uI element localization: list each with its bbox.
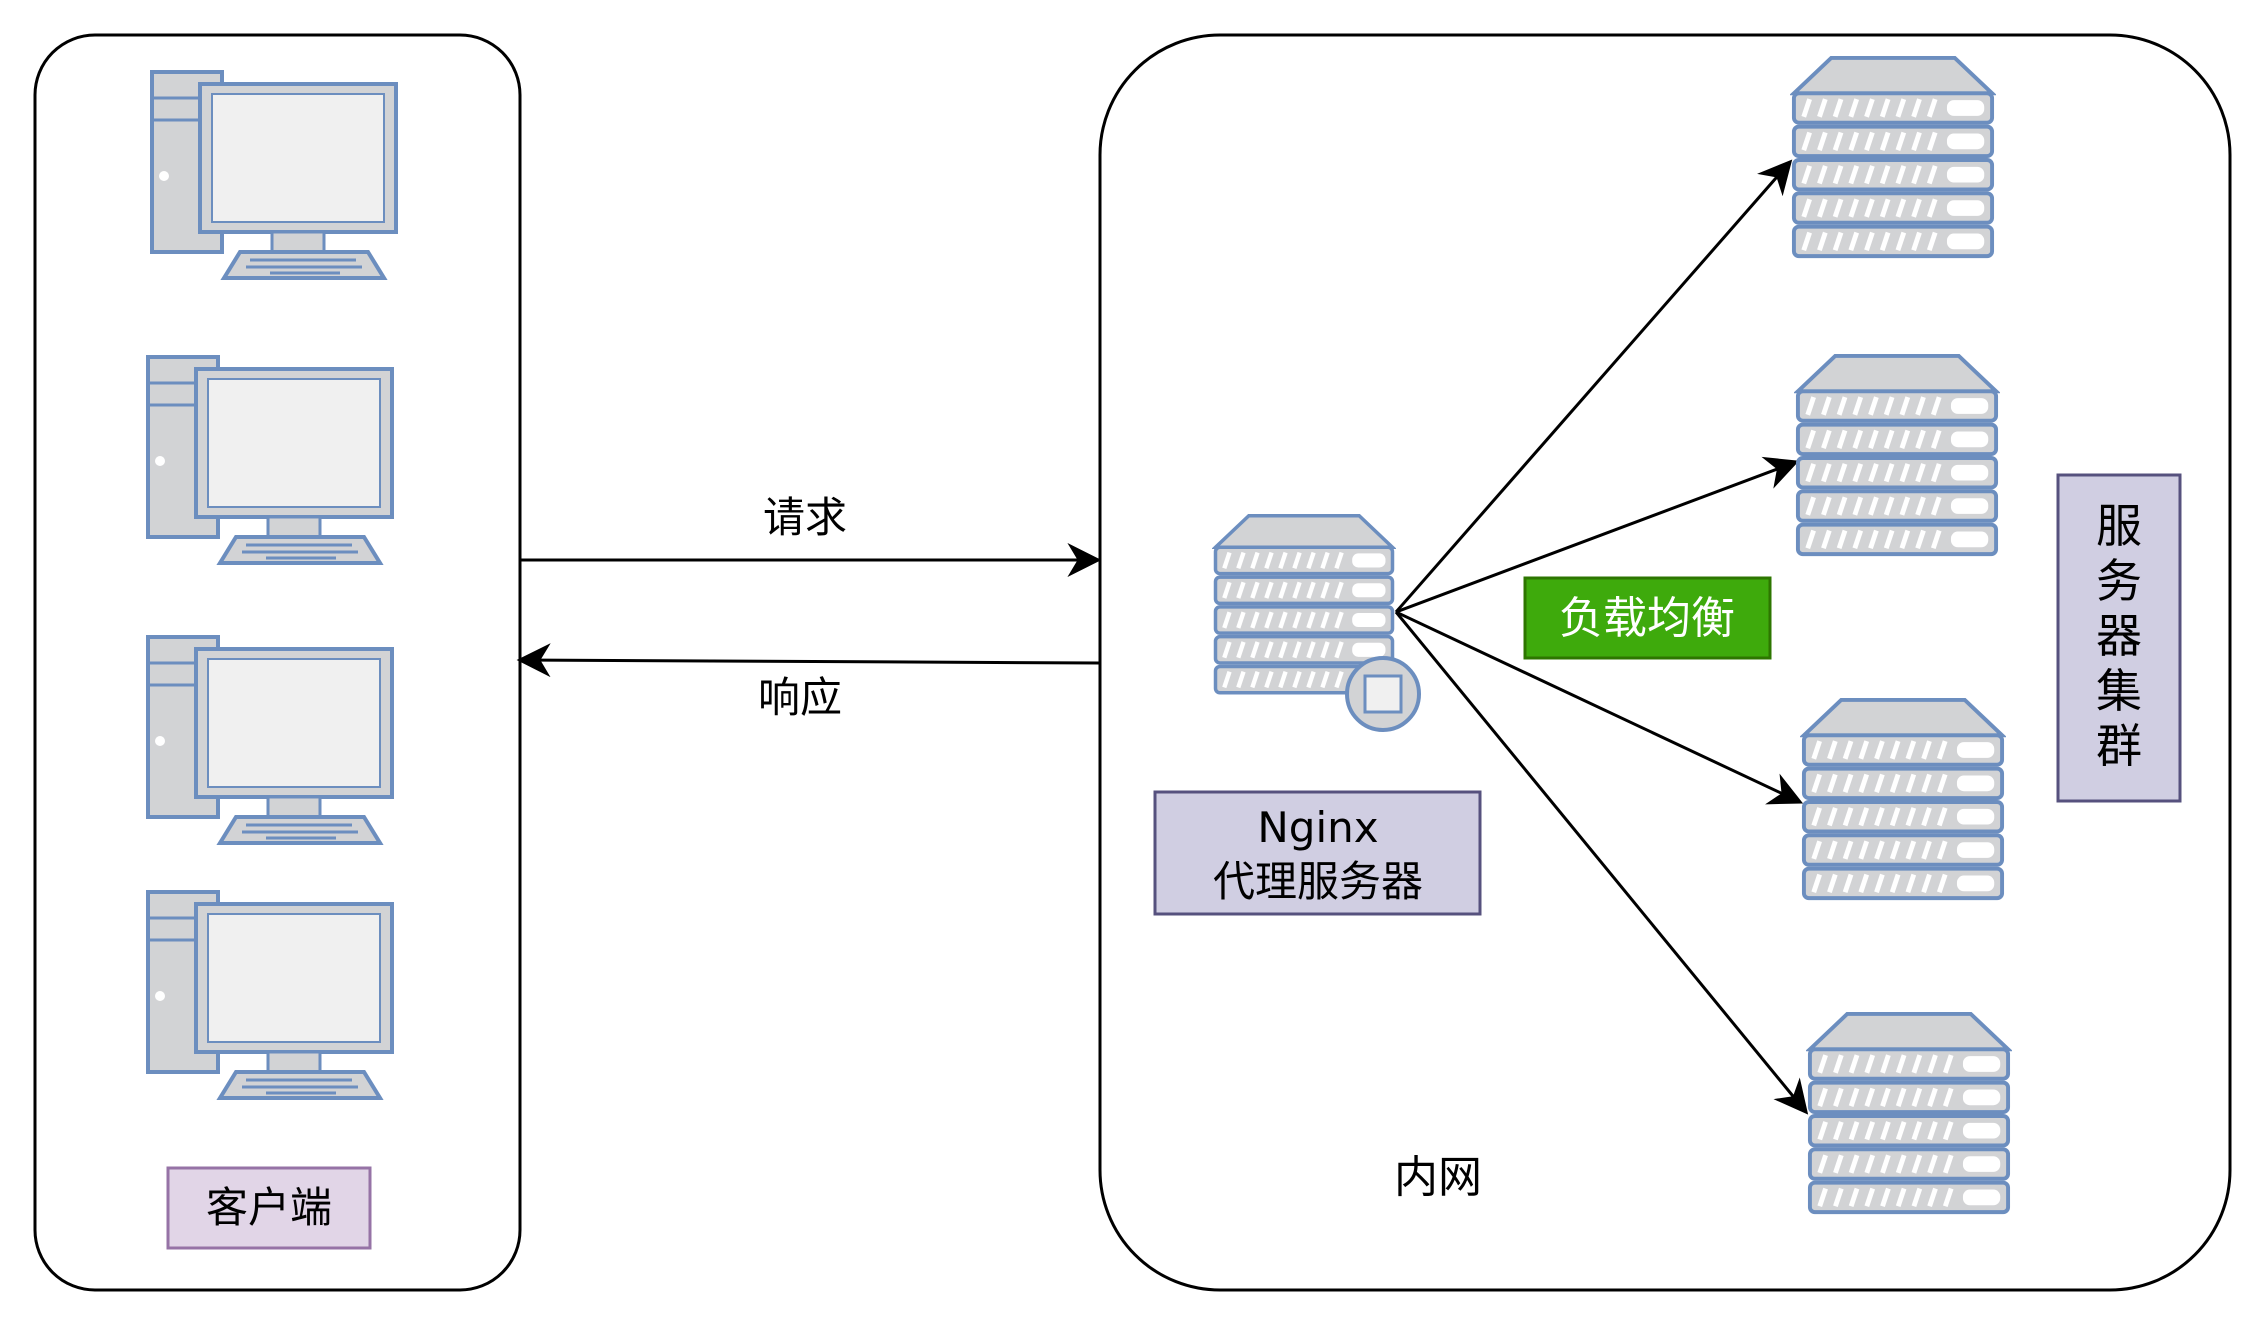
cluster-char: 器 bbox=[2096, 609, 2142, 663]
nginx-label-line1: Nginx bbox=[1257, 803, 1378, 852]
request-label: 请求 bbox=[763, 493, 847, 542]
nginx-label-line2: 代理服务器 bbox=[1213, 857, 1423, 906]
desktop-computer-icon bbox=[146, 890, 394, 1100]
rack-server-icon bbox=[1798, 356, 1996, 554]
load-balance-arrows bbox=[1394, 159, 1809, 1115]
cluster-char: 群 bbox=[2096, 719, 2142, 773]
balance-arrow-4 bbox=[1394, 611, 1809, 1115]
balance-arrow-1 bbox=[1394, 159, 1793, 613]
intranet-label: 内网 bbox=[1394, 1152, 1482, 1203]
proxy-server-icon bbox=[1216, 516, 1421, 732]
response-arrow bbox=[516, 643, 1101, 678]
cluster-char: 务 bbox=[2096, 554, 2142, 608]
desktop-computer-icon bbox=[150, 70, 398, 280]
rack-server-icon bbox=[1810, 1014, 2008, 1212]
balance-arrow-2 bbox=[1395, 456, 1800, 614]
client-label-box: 客户端 bbox=[166, 1166, 372, 1250]
load-balance-badge: 负载均衡 bbox=[1523, 576, 1772, 660]
desktop-computer-icon bbox=[146, 355, 394, 565]
cluster-label-box: 服 务 器 集 群 bbox=[2056, 473, 2182, 803]
rack-server-icon bbox=[1794, 58, 1992, 256]
load-balance-label: 负载均衡 bbox=[1559, 593, 1735, 644]
cluster-char: 集 bbox=[2096, 664, 2142, 718]
client-label: 客户端 bbox=[206, 1183, 332, 1232]
response-label: 响应 bbox=[758, 673, 842, 722]
rack-server-icon bbox=[1804, 700, 2002, 898]
nginx-label-box: Nginx 代理服务器 bbox=[1153, 790, 1482, 916]
cluster-char: 服 bbox=[2096, 499, 2142, 553]
desktop-computer-icon bbox=[146, 635, 394, 845]
balance-arrow-3 bbox=[1395, 610, 1804, 805]
